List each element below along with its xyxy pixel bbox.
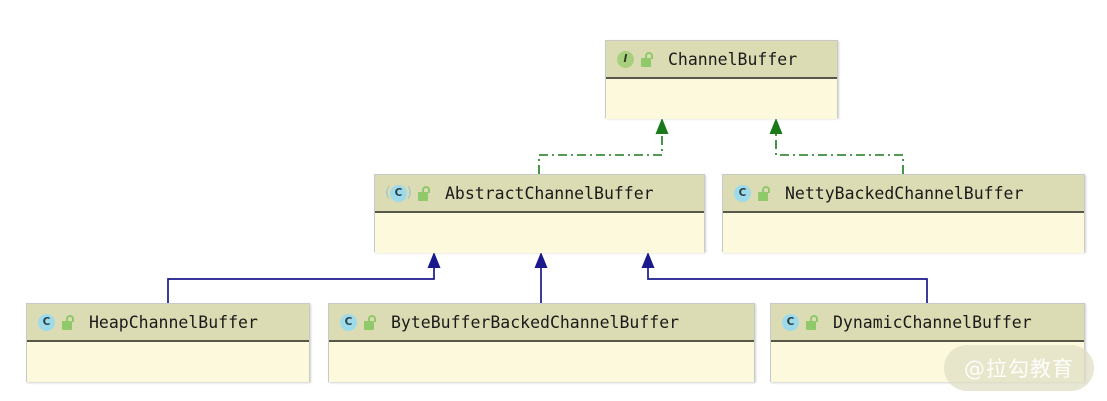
class-name-label: ByteBufferBackedChannelBuffer [391,312,680,332]
class-node-channel-buffer[interactable]: I ChannelBuffer [605,40,838,119]
class-name-label: ChannelBuffer [668,49,798,69]
class-node-abstract-channel-buffer[interactable]: ( C ) AbstractChannelBuffer [374,174,705,253]
interface-icon: I [616,50,635,69]
class-node-header: ( C ) AbstractChannelBuffer [375,175,704,213]
class-name-label: HeapChannelBuffer [89,312,258,332]
edge-heap-channel-buffer-to-abstract-channel-buffer [167,252,441,303]
abstract-class-icon: ( C ) [385,184,412,202]
class-node-header: C DynamicChannelBuffer [771,304,1084,342]
class-icon: C [37,313,56,332]
class-node-netty-backed-channel-buffer[interactable]: C NettyBackedChannelBuffer [722,174,1085,253]
unlocked-padlock-icon [806,314,819,330]
class-name-label: AbstractChannelBuffer [445,183,654,203]
class-members-compartment [27,342,309,382]
edge-abstract-channel-buffer-to-channel-buffer [538,118,669,174]
class-members-compartment [606,79,837,119]
class-node-header: C HeapChannelBuffer [27,304,309,342]
class-node-byte-buffer-backed-channel-buffer[interactable]: C ByteBufferBackedChannelBuffer [328,303,755,382]
watermark: @拉勾教育 [944,345,1094,391]
edge-dynamic-channel-buffer-to-abstract-channel-buffer [641,252,928,303]
class-node-header: C NettyBackedChannelBuffer [723,175,1084,213]
edge-netty-backed-channel-buffer-to-channel-buffer [769,118,904,174]
class-name-label: NettyBackedChannelBuffer [785,183,1024,203]
class-name-label: DynamicChannelBuffer [833,312,1032,332]
class-icon: C [781,313,800,332]
unlocked-padlock-icon [641,51,654,67]
class-node-header: I ChannelBuffer [606,41,837,79]
class-node-header: C ByteBufferBackedChannelBuffer [329,304,754,342]
class-icon: C [339,313,358,332]
class-node-heap-channel-buffer[interactable]: C HeapChannelBuffer [26,303,310,382]
edge-byte-buffer-backed-channel-buffer-to-abstract-channel-buffer [534,252,548,303]
class-members-compartment [375,213,704,253]
unlocked-padlock-icon [364,314,377,330]
class-members-compartment [329,342,754,382]
class-icon: C [733,184,752,203]
class-members-compartment [723,213,1084,253]
unlocked-padlock-icon [418,185,431,201]
unlocked-padlock-icon [62,314,75,330]
unlocked-padlock-icon [758,185,771,201]
